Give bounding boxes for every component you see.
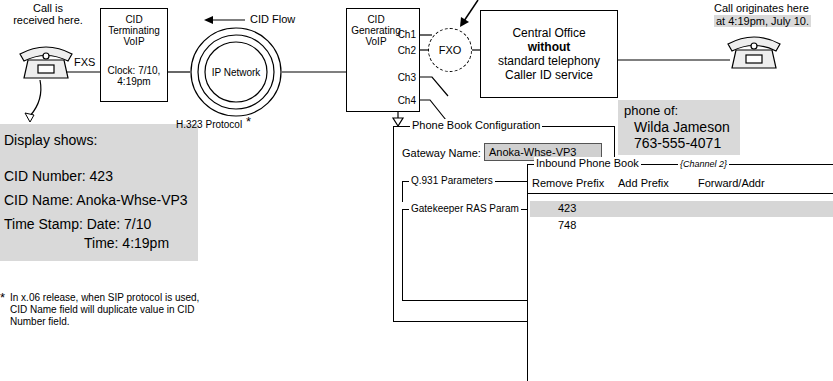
node-text: Time Stamp: Date: 7/10 — [4, 216, 188, 232]
fxo-pointer-head — [460, 17, 469, 27]
connector — [168, 72, 190, 73]
display-pointer — [30, 80, 41, 116]
node-text: Central Office — [512, 26, 585, 40]
note-label: at 4:19pm, July 10. — [714, 15, 811, 27]
note-label: In x.06 release, when SIP protocol is us… — [10, 292, 215, 328]
phone-base — [24, 60, 68, 78]
node-text: standard telephony Caller ID service — [487, 54, 611, 82]
arrowhead — [393, 118, 403, 126]
cloud-ring — [198, 35, 274, 109]
inbound-phone-book: Inbound Phone Book{Channel 2}Remove Pref… — [527, 164, 833, 381]
phone-base — [732, 50, 776, 68]
connector-line — [282, 71, 346, 72]
node-text: Time: 4:19pm — [84, 235, 188, 251]
note-label: FXS — [74, 56, 95, 68]
note-label: Call originates here — [714, 2, 809, 14]
note-label: * — [0, 290, 5, 305]
node-text: Wilda Jameson — [634, 119, 730, 135]
cloud-ring — [191, 28, 281, 116]
display-panel: Display shows: CID Number: 423CID Name: A… — [0, 124, 198, 261]
receiving-phone — [20, 47, 72, 78]
ch1-wire — [420, 34, 432, 35]
node-text: CID Number: 423 — [4, 168, 188, 184]
node-text: Gatekeeper RAS Param — [409, 203, 521, 214]
voip-box: CID Terminating VoIP Clock: 7/10, 4:19pm — [100, 8, 168, 102]
connector — [472, 50, 480, 51]
phone-handset — [728, 37, 780, 51]
phone-plate — [746, 55, 762, 63]
node-text: FXO — [439, 44, 462, 56]
connector — [393, 112, 403, 126]
connector-line — [168, 71, 190, 72]
connector-line — [472, 49, 480, 50]
node-text: IP Network — [210, 67, 263, 78]
note-label: H.323 Protocol — [176, 119, 242, 130]
voip-box: CID Generating VoIPCh1Ch2Ch3Ch4 — [346, 8, 420, 112]
node-text: CID Terminating VoIP — [101, 14, 167, 47]
node-text: 763-555-4071 — [634, 135, 730, 151]
phone-dial — [751, 43, 757, 49]
node-text: Ch2 — [398, 45, 416, 56]
node-text: Clock: 7/10, 4:19pm — [101, 65, 167, 87]
note-label: * — [246, 114, 251, 129]
fxs-wire — [66, 71, 100, 72]
originating-phone — [728, 37, 780, 68]
node-text: Ch3 — [398, 72, 416, 83]
node-text: Gateway Name: — [402, 147, 481, 159]
node-text: Add Prefix — [618, 177, 669, 189]
caller-panel: phone of:Wilda Jameson763-555-4071 — [618, 100, 740, 155]
header-rule — [528, 193, 833, 194]
node-text: without — [528, 40, 571, 54]
note-label: CID Flow — [250, 13, 295, 25]
cid-flow-arrow — [212, 19, 245, 20]
fxo-pointer — [464, 0, 478, 21]
node-text: phone of: — [624, 103, 730, 119]
phone-dial — [43, 53, 49, 59]
connector — [282, 72, 346, 73]
display-pointer-head — [25, 113, 34, 122]
node-text: Inbound Phone Book — [534, 157, 641, 169]
node-text: Remove Prefix — [532, 177, 604, 189]
node-text: Forward/Addr — [698, 177, 765, 189]
cid-flow-arrowhead — [204, 16, 213, 24]
fxo-port-circle: FXO — [428, 28, 472, 72]
connector-line — [420, 49, 428, 50]
node-text: Ch4 — [398, 95, 416, 106]
phone-plate — [38, 65, 54, 73]
node-text: CID Name: Anoka-Whse-VP3 — [4, 192, 188, 208]
node-text: {Channel 2} — [678, 159, 729, 169]
connector-line — [397, 112, 398, 118]
ch4-wire — [420, 100, 446, 120]
node-text: Q.931 Parameters — [409, 175, 495, 186]
cloud-ring — [205, 42, 267, 102]
phone-handset — [20, 47, 72, 61]
node-text: Display shows: — [4, 132, 188, 148]
node-text: 748 — [558, 219, 576, 231]
connector — [420, 50, 428, 51]
network-cloud: IP Network — [190, 27, 282, 117]
node-text: 423 — [558, 202, 576, 214]
central-office-box: Central Officewithoutstandard telephony … — [480, 10, 618, 98]
node-text: CID Generating VoIP — [350, 14, 402, 47]
co-wire — [618, 59, 730, 60]
note-label: Call is received here. — [12, 2, 84, 26]
ch3-wire — [420, 77, 448, 96]
node-text: Phone Book Configuration — [410, 119, 542, 131]
node-text: Ch1 — [398, 29, 416, 40]
